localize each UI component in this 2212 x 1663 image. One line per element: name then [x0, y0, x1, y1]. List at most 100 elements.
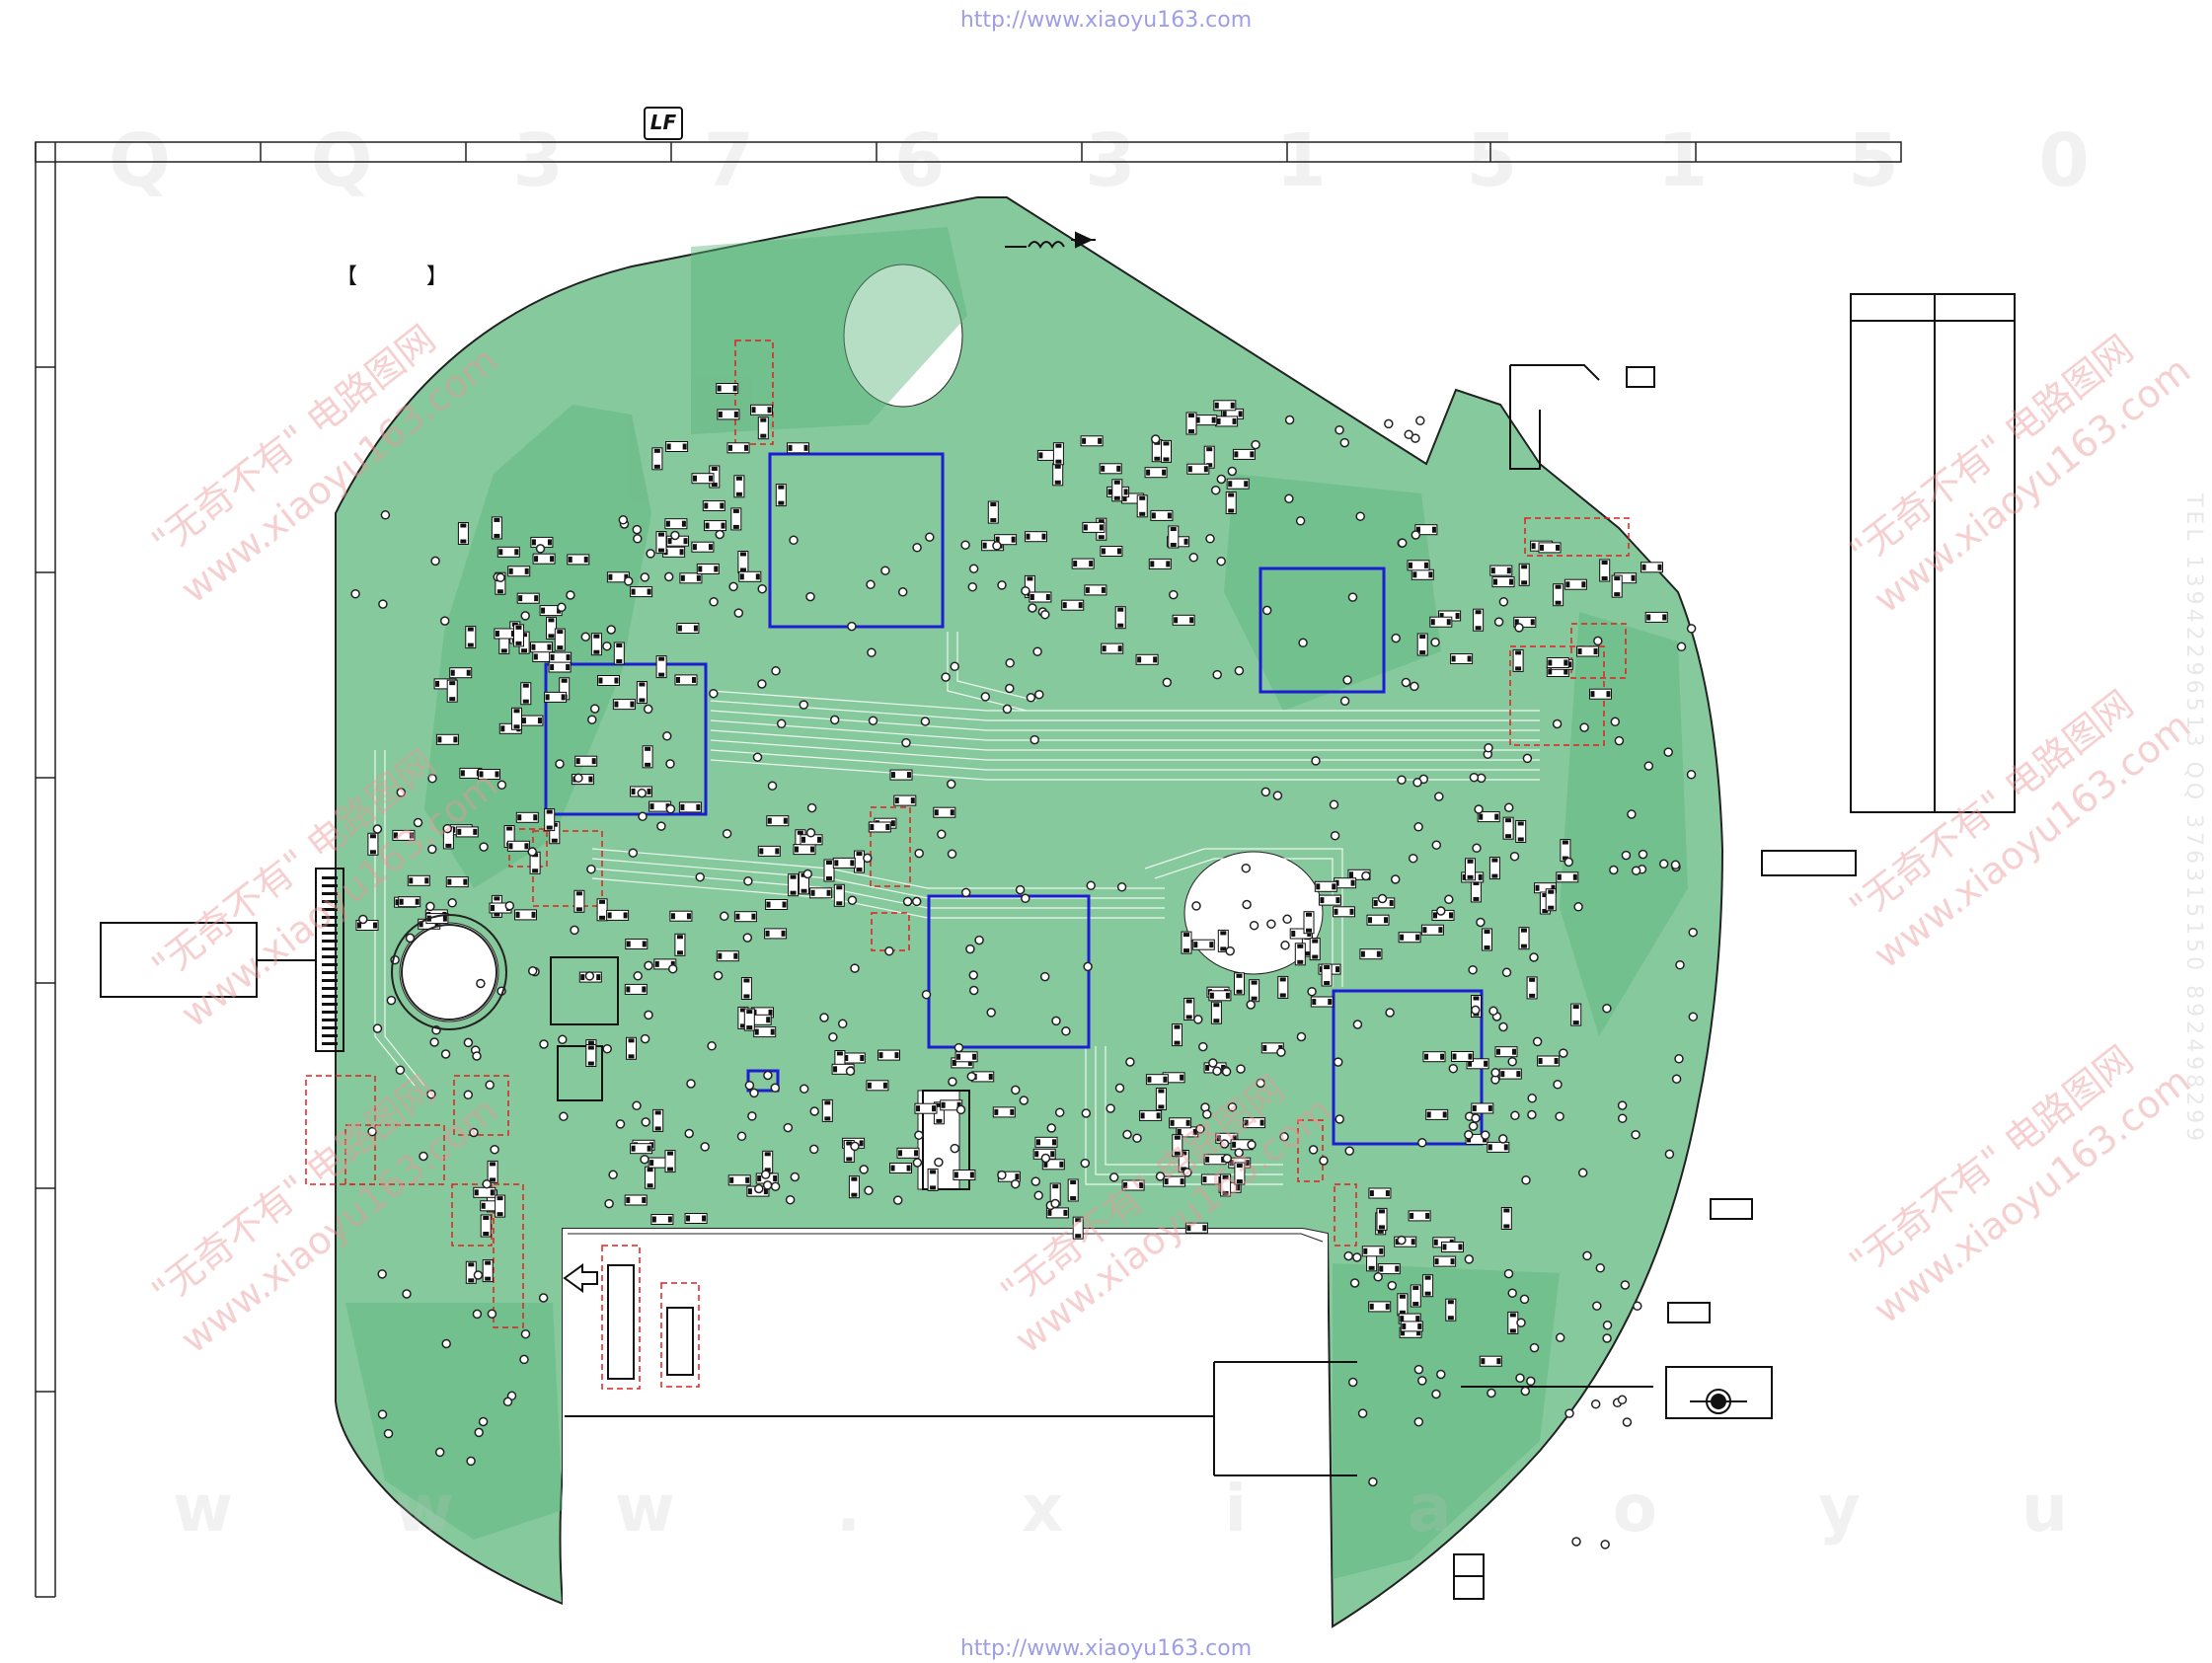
- via: [1503, 1268, 1514, 1279]
- connector-pin: [322, 916, 338, 919]
- via: [1387, 1280, 1398, 1291]
- smd-part: [1161, 439, 1172, 463]
- smd-part: [367, 832, 379, 856]
- smd-part: [650, 1214, 674, 1225]
- connector-pin: [322, 940, 338, 943]
- via: [950, 1143, 960, 1154]
- via: [1335, 1114, 1344, 1124]
- smd-part: [549, 651, 572, 663]
- via: [1212, 1066, 1222, 1076]
- via: [1476, 917, 1486, 928]
- smd-part: [1441, 1242, 1464, 1252]
- smd-part: [1163, 1175, 1186, 1187]
- smd-part: [1553, 583, 1564, 607]
- smd-part: [1226, 478, 1250, 490]
- via: [1410, 681, 1419, 692]
- via: [1643, 761, 1654, 771]
- smd-part: [1471, 1102, 1494, 1114]
- smd-part: [520, 715, 544, 726]
- smd-part: [743, 1008, 755, 1031]
- smd-part: [1111, 479, 1123, 502]
- via: [1373, 1272, 1383, 1282]
- smd-part: [1150, 509, 1174, 521]
- smd-part: [762, 1150, 774, 1173]
- via: [378, 599, 388, 609]
- smd-part: [750, 404, 773, 416]
- via: [992, 541, 1002, 551]
- smd-part: [1376, 1207, 1388, 1231]
- smd-part: [1071, 558, 1095, 569]
- via: [1083, 961, 1093, 972]
- smd-part: [1479, 1355, 1502, 1367]
- www-watermark: w w w . x i a o y u 1 6 3 . c o m: [173, 1471, 2212, 1547]
- via: [921, 989, 932, 1000]
- smd-part: [665, 441, 689, 452]
- via: [1688, 1012, 1699, 1021]
- smd-part: [1640, 562, 1663, 573]
- via: [819, 1013, 829, 1022]
- smd-part: [1191, 939, 1215, 950]
- via: [1132, 1133, 1142, 1143]
- via: [1468, 964, 1478, 975]
- via: [1155, 1172, 1166, 1181]
- via: [1527, 1109, 1537, 1120]
- via: [1039, 971, 1050, 982]
- smd-part: [1494, 1046, 1518, 1058]
- smd-part: [652, 1108, 664, 1132]
- via: [1559, 1048, 1568, 1058]
- via: [482, 1178, 492, 1189]
- via: [1464, 1130, 1474, 1140]
- via: [1114, 1083, 1125, 1094]
- smd-part: [1420, 924, 1444, 936]
- via: [850, 963, 860, 973]
- smd-part: [1537, 1055, 1561, 1067]
- smd-part: [737, 551, 749, 573]
- smd-part: [606, 909, 630, 921]
- via: [1011, 1085, 1021, 1096]
- smd-part: [674, 674, 698, 686]
- via: [709, 597, 719, 607]
- via: [1005, 658, 1015, 668]
- via: [474, 1427, 484, 1438]
- connector-pin: [322, 1042, 338, 1045]
- smd-part: [624, 1194, 648, 1206]
- via: [1368, 1476, 1378, 1487]
- via: [1216, 556, 1226, 567]
- connector-pins: [322, 876, 338, 1045]
- via: [760, 1170, 771, 1179]
- via: [1571, 1537, 1581, 1547]
- via: [1595, 1263, 1606, 1273]
- via: [799, 700, 809, 710]
- smd-part: [515, 811, 539, 823]
- via: [426, 1089, 436, 1099]
- via: [754, 1183, 764, 1194]
- via: [555, 759, 565, 769]
- via: [802, 869, 813, 879]
- smd-part: [1334, 877, 1357, 889]
- smd-part: [1545, 888, 1557, 912]
- via: [670, 530, 680, 541]
- via: [1671, 1074, 1682, 1084]
- smd-part: [1502, 816, 1514, 840]
- via: [606, 625, 616, 635]
- via: [783, 1122, 794, 1133]
- connector-pin: [322, 900, 338, 903]
- smd-part: [1477, 811, 1500, 823]
- via: [1688, 927, 1698, 938]
- smd-part: [842, 1052, 866, 1064]
- via: [997, 1170, 1007, 1180]
- smd-part: [933, 806, 956, 818]
- connector-pin: [322, 1019, 338, 1021]
- via: [1631, 1129, 1640, 1140]
- smd-part: [655, 655, 667, 679]
- smd-part: [1414, 524, 1438, 536]
- via: [656, 821, 666, 831]
- smd-part: [554, 628, 566, 651]
- smd-part: [1052, 442, 1064, 466]
- smd-part: [496, 546, 520, 558]
- via: [1108, 1172, 1119, 1182]
- smd-part: [511, 707, 522, 730]
- via: [1621, 850, 1632, 861]
- via: [559, 1111, 569, 1122]
- smd-part: [765, 899, 789, 910]
